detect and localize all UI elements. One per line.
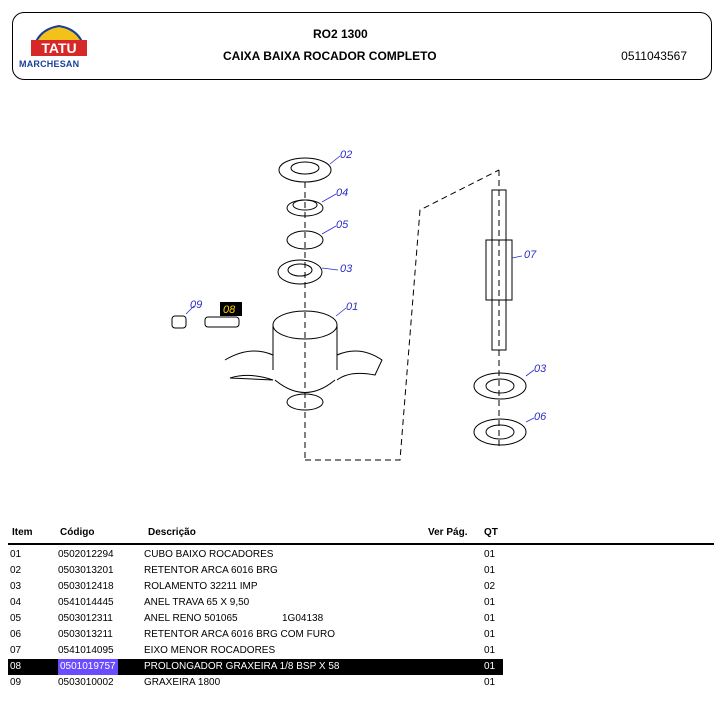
part-extra: 1G04138 bbox=[282, 613, 324, 624]
part-description: GRAXEIRA 1800 bbox=[144, 677, 221, 688]
table-row[interactable]: 07 0541014095 EIXO MENOR ROCADORES 01 bbox=[8, 643, 503, 659]
part-code: 0503013211 bbox=[58, 629, 113, 640]
page-title: CAIXA BAIXA ROCADOR COMPLETO bbox=[223, 49, 437, 63]
item-number: 06 bbox=[10, 629, 22, 640]
part-description: RETENTOR ARCA 6016 BRG COM FURO bbox=[144, 629, 335, 640]
callout-04: 04 bbox=[336, 187, 348, 199]
part-code: 0541014445 bbox=[58, 597, 114, 608]
part-09-grease-fitting bbox=[171, 315, 187, 329]
model-code: RO2 1300 bbox=[313, 27, 368, 41]
callout-06: 06 bbox=[534, 411, 547, 423]
highlight-box-08 bbox=[220, 302, 242, 316]
part-description: ANEL RENO 501065 bbox=[144, 613, 238, 624]
callout-05: 05 bbox=[336, 219, 349, 231]
part-quantity: 01 bbox=[484, 597, 496, 608]
part-quantity: 01 bbox=[484, 661, 496, 672]
part-code: 0503012418 bbox=[58, 581, 114, 592]
part-quantity: 01 bbox=[484, 629, 496, 640]
item-number: 08 bbox=[10, 661, 22, 672]
callout-08: 08 bbox=[223, 304, 236, 316]
col-header-page: Ver Pág. bbox=[428, 527, 468, 538]
item-number: 04 bbox=[10, 597, 22, 608]
part-quantity: 01 bbox=[484, 613, 496, 624]
part-code: 0503013201 bbox=[58, 565, 114, 576]
part-quantity: 02 bbox=[484, 581, 496, 592]
part-08-extension bbox=[204, 316, 240, 328]
callout-09: 09 bbox=[190, 299, 202, 311]
item-number: 02 bbox=[10, 565, 22, 576]
callout-03-lower: 03 bbox=[534, 363, 547, 375]
part-quantity: 01 bbox=[484, 549, 496, 560]
part-code: 0502012294 bbox=[58, 549, 114, 560]
part-description: ANEL TRAVA 65 X 9,50 bbox=[144, 597, 250, 608]
part-quantity: 01 bbox=[484, 565, 496, 576]
table-row[interactable]: 05 0503012311 ANEL RENO 501065 1G04138 01 bbox=[8, 611, 503, 627]
logo-text-marchesan: MARCHESAN bbox=[19, 59, 80, 69]
part-06-seal bbox=[473, 418, 527, 446]
table-row[interactable]: 09 0503010002 GRAXEIRA 1800 01 bbox=[8, 675, 503, 691]
page-header: TATU MARCHESAN RO2 1300 CAIXA BAIXA ROCA… bbox=[12, 12, 712, 80]
item-number: 01 bbox=[10, 549, 22, 560]
item-number: 09 bbox=[10, 677, 22, 688]
tatu-logo: TATU bbox=[31, 24, 87, 56]
col-header-qt: QT bbox=[484, 527, 498, 538]
part-code: 0503010002 bbox=[58, 677, 114, 688]
callout-07: 07 bbox=[524, 249, 537, 261]
table-row[interactable]: 06 0503013211 RETENTOR ARCA 6016 BRG COM F… bbox=[8, 627, 503, 643]
assembly-code: 0511043567 bbox=[621, 49, 687, 63]
part-description: RETENTOR ARCA 6016 BRG bbox=[144, 565, 278, 576]
item-number: 03 bbox=[10, 581, 22, 592]
part-05-ring bbox=[286, 230, 324, 250]
col-header-code: Código bbox=[60, 527, 95, 538]
part-code: 0541014095 bbox=[58, 645, 114, 656]
part-code-highlighted: 0501019757 bbox=[58, 659, 118, 675]
part-03-bearing bbox=[277, 259, 323, 285]
part-quantity: 01 bbox=[484, 677, 496, 688]
exploded-view-diagram: 02 04 05 03 01 09 08 07 03 06 bbox=[171, 149, 547, 461]
part-description: EIXO MENOR ROCADORES bbox=[144, 645, 276, 656]
part-description: PROLONGADOR GRAXEIRA 1/8 BSP X 58 bbox=[144, 661, 340, 672]
part-code: 0503012311 bbox=[58, 613, 113, 624]
col-header-desc: Descrição bbox=[148, 527, 196, 538]
part-description: CUBO BAIXO ROCADORES bbox=[144, 549, 274, 560]
callout-03-upper: 03 bbox=[340, 263, 353, 275]
item-number: 07 bbox=[10, 645, 22, 656]
table-row[interactable]: 02 0503013201 RETENTOR ARCA 6016 BRG 01 bbox=[8, 563, 503, 579]
col-header-item: Item bbox=[12, 527, 33, 538]
item-number: 05 bbox=[10, 613, 22, 624]
logo-text-tatu: TATU bbox=[41, 40, 76, 56]
callout-01: 01 bbox=[346, 301, 358, 313]
table-row[interactable]: 03 0503012418 ROLAMENTO 32211 IMP 02 bbox=[8, 579, 503, 595]
callout-02: 02 bbox=[340, 149, 352, 161]
table-row[interactable]: 01 0502012294 CUBO BAIXO ROCADORES 01 bbox=[8, 547, 503, 563]
part-quantity: 01 bbox=[484, 645, 496, 656]
table-row[interactable]: 04 0541014445 ANEL TRAVA 65 X 9,50 01 bbox=[8, 595, 503, 611]
header-divider bbox=[8, 543, 714, 545]
part-description: ROLAMENTO 32211 IMP bbox=[144, 581, 258, 592]
table-row-selected[interactable]: 08 0501019757 PROLONGADOR GRAXEIRA 1/8 BSP… bbox=[8, 659, 503, 675]
